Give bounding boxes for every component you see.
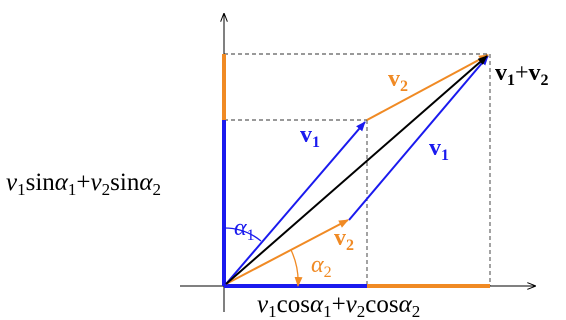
alpha1-label: α1 — [234, 215, 255, 244]
v2-low-label: v2 — [334, 225, 354, 254]
angle-arc-alpha2 — [290, 249, 303, 287]
vector-v1-translated — [348, 55, 489, 221]
v2-top-label: v2 — [388, 66, 408, 95]
v1-far-label: v1 — [429, 135, 449, 164]
y-component-label: v1sinα1+v2sinα2 — [6, 169, 161, 199]
vector-v2-translated — [366, 54, 489, 121]
alpha2-label: α2 — [311, 252, 332, 281]
vector-v1-origin — [225, 121, 366, 285]
vector-v2-origin — [225, 219, 349, 285]
angle-arc-alpha1 — [223, 227, 262, 242]
guide-lines — [224, 53, 491, 286]
vector-sum — [225, 55, 488, 285]
x-component-label: v1cosα1+v2cosα2 — [257, 291, 420, 320]
v1-near-label: v1 — [300, 122, 320, 151]
sum-label: v1+v2 — [495, 60, 549, 89]
